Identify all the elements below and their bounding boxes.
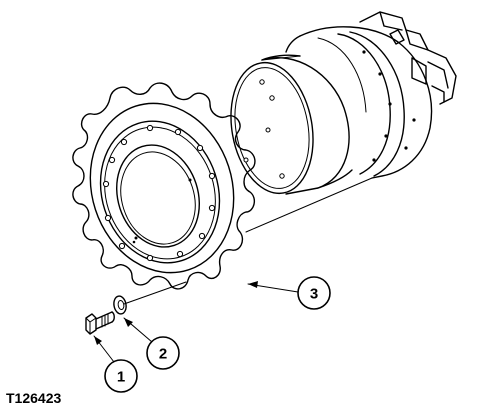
- callout-2: 2: [123, 317, 180, 370]
- bolt: [85, 311, 115, 335]
- alignment-lines: [123, 177, 373, 305]
- figure-id-label: T126423: [6, 390, 61, 406]
- callout-2-label: 2: [159, 346, 167, 363]
- callout-3-label: 3: [310, 286, 318, 303]
- callout-1: 1: [93, 335, 138, 393]
- sprocket: [72, 82, 256, 290]
- callout-1-label: 1: [117, 369, 125, 386]
- final-drive-motor: [230, 11, 457, 195]
- callout-3: 3: [247, 276, 331, 310]
- washer: [113, 295, 127, 315]
